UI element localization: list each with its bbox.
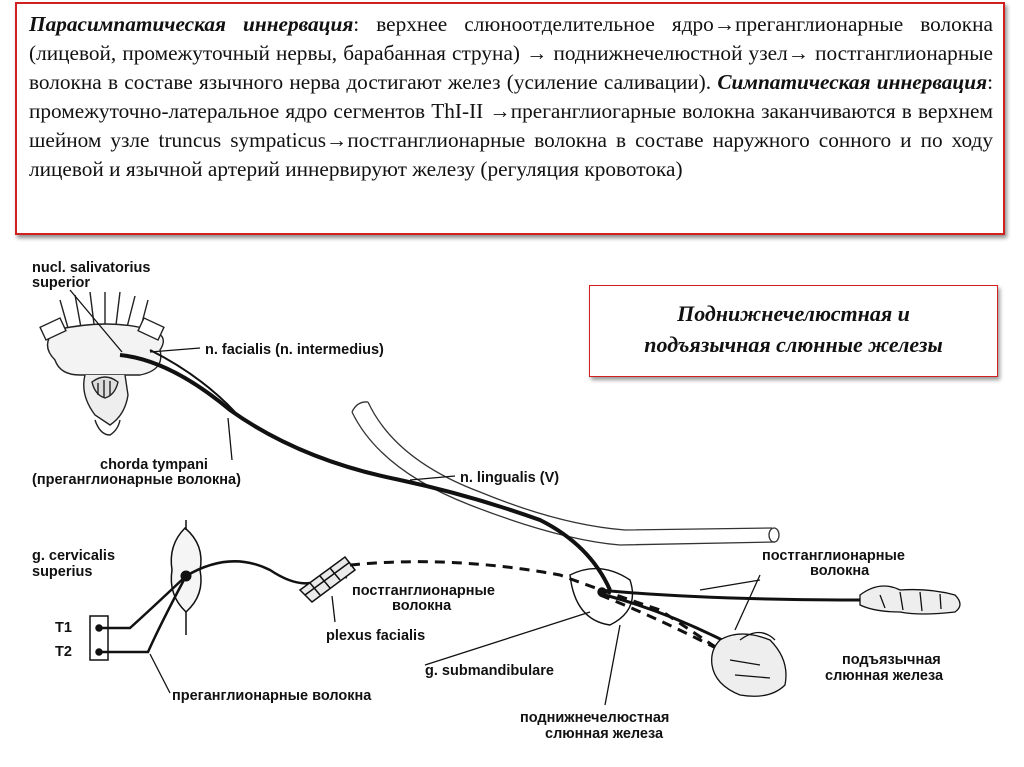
label-nucl-salivatorius: nucl. salivatorius <box>32 260 151 276</box>
spinal-segments <box>89 615 109 661</box>
label-postganglionic-mid2: волокна <box>392 598 452 614</box>
sublingual-gland <box>859 585 961 615</box>
label-postganglionic-right2: волокна <box>810 563 870 579</box>
label-g-submandibulare: g. submandibulare <box>425 663 554 679</box>
label-submandibular: поднижнечелюстная <box>520 710 670 726</box>
label-t2: T2 <box>55 644 72 660</box>
postganglionic-dashed <box>349 560 761 672</box>
label-chorda-note: (преганглионарные волокна) <box>32 472 241 488</box>
label-n-facialis: n. facialis (n. intermedius) <box>205 342 384 358</box>
description-box: Парасимпатическая иннервация: верхнее сл… <box>15 2 1005 235</box>
label-n-lingualis: n. lingualis (V) <box>460 470 560 486</box>
label-preganglionic-bottom: преганглионарные волокна <box>172 688 372 704</box>
facial-chorda-nerve <box>119 349 612 591</box>
label-g-cervicalis: g. cervicalis <box>32 548 116 564</box>
parasympathetic-text: : верхнее слюноотделительное ядро→преган… <box>29 12 993 94</box>
label-t1: T1 <box>55 620 72 636</box>
diagram-title-line1: Поднижнечелюстная и <box>677 301 910 326</box>
parasympathetic-title: Парасимпатическая иннервация <box>29 12 354 36</box>
lingual-nerve-tube <box>351 401 780 546</box>
label-plexus-facialis: plexus facialis <box>326 628 426 644</box>
submandibular-gland <box>711 631 787 697</box>
plexus-facialis <box>298 555 357 603</box>
diagram-title-line2: подъязычная слюнные железы <box>644 332 943 357</box>
label-sublingual2: слюнная железа <box>825 668 944 684</box>
label-superius: superius <box>32 564 93 580</box>
diagram-title-box: Поднижнечелюстная и подъязычная слюнные … <box>589 285 998 377</box>
sympathetic-title: Симпатическая иннервация <box>717 70 988 94</box>
brainstem-illustration <box>39 291 165 436</box>
label-postganglionic-right: постганглионарные <box>762 548 905 564</box>
label-submandibular2: слюнная железа <box>545 726 664 742</box>
label-postganglionic-mid: постганглионарные <box>352 583 495 599</box>
leader-lines <box>69 289 761 706</box>
cervical-ganglion <box>100 520 321 654</box>
label-superior: superior <box>32 275 91 291</box>
label-sublingual: подъязычная <box>842 652 941 668</box>
sympathetic-text: : промежуточно-латеральное ядро сегменто… <box>29 70 993 181</box>
label-chorda-tympani: chorda tympani <box>100 457 208 473</box>
